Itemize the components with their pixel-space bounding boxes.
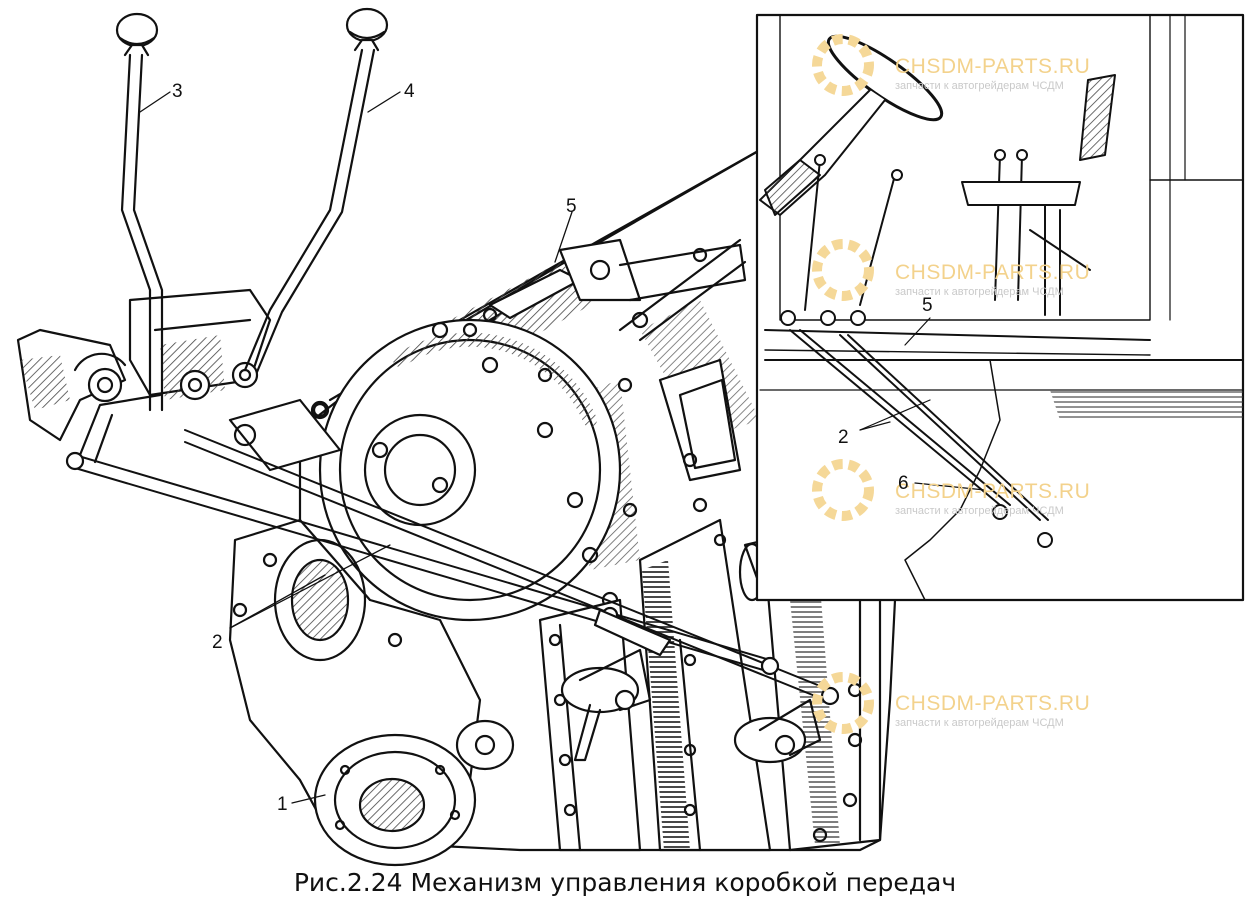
callout-inset-rod-5: 5	[922, 295, 933, 316]
watermark-tagline: запчасти к автогрейдерам ЧСДМ	[895, 286, 1064, 298]
callout-leaders	[139, 91, 573, 804]
selector-arms	[560, 648, 822, 764]
output-flange	[313, 719, 515, 867]
shift-lever-4	[243, 7, 389, 374]
watermark-brand: CHSDM-PARTS.RU	[895, 692, 1091, 715]
gear-icon	[812, 239, 874, 301]
callout-item-1: 1	[277, 794, 288, 815]
clutch-housing	[318, 318, 622, 622]
callout-rod-2: 2	[212, 632, 223, 653]
callout-inset-rod-2: 2	[838, 427, 849, 448]
watermark-brand: CHSDM-PARTS.RU	[895, 480, 1091, 503]
gear-icon	[812, 459, 874, 521]
callout-item-6: 6	[898, 473, 909, 494]
watermark-tagline: запчасти к автогрейдерам ЧСДМ	[895, 505, 1064, 517]
figure-caption: Рис.2.24 Механизм управления коробкой пе…	[293, 868, 957, 897]
callout-lever-3: 3	[172, 81, 183, 102]
gear-icon	[812, 34, 874, 96]
cabin-inset	[755, 13, 1245, 602]
callout-lever-4: 4	[404, 81, 415, 102]
watermark-brand: CHSDM-PARTS.RU	[895, 55, 1091, 78]
watermark-brand: CHSDM-PARTS.RU	[895, 261, 1091, 284]
callout-rod-5: 5	[566, 196, 577, 217]
shift-lever-3	[115, 12, 164, 412]
watermark-tagline: запчасти к автогрейдерам ЧСДМ	[895, 80, 1064, 92]
watermark-tagline: запчасти к автогрейдерам ЧСДМ	[895, 717, 1064, 729]
shifter-bracket	[16, 288, 342, 472]
control-rods-2	[65, 393, 840, 706]
gear-icon	[812, 672, 874, 734]
top-linkage	[482, 238, 747, 482]
